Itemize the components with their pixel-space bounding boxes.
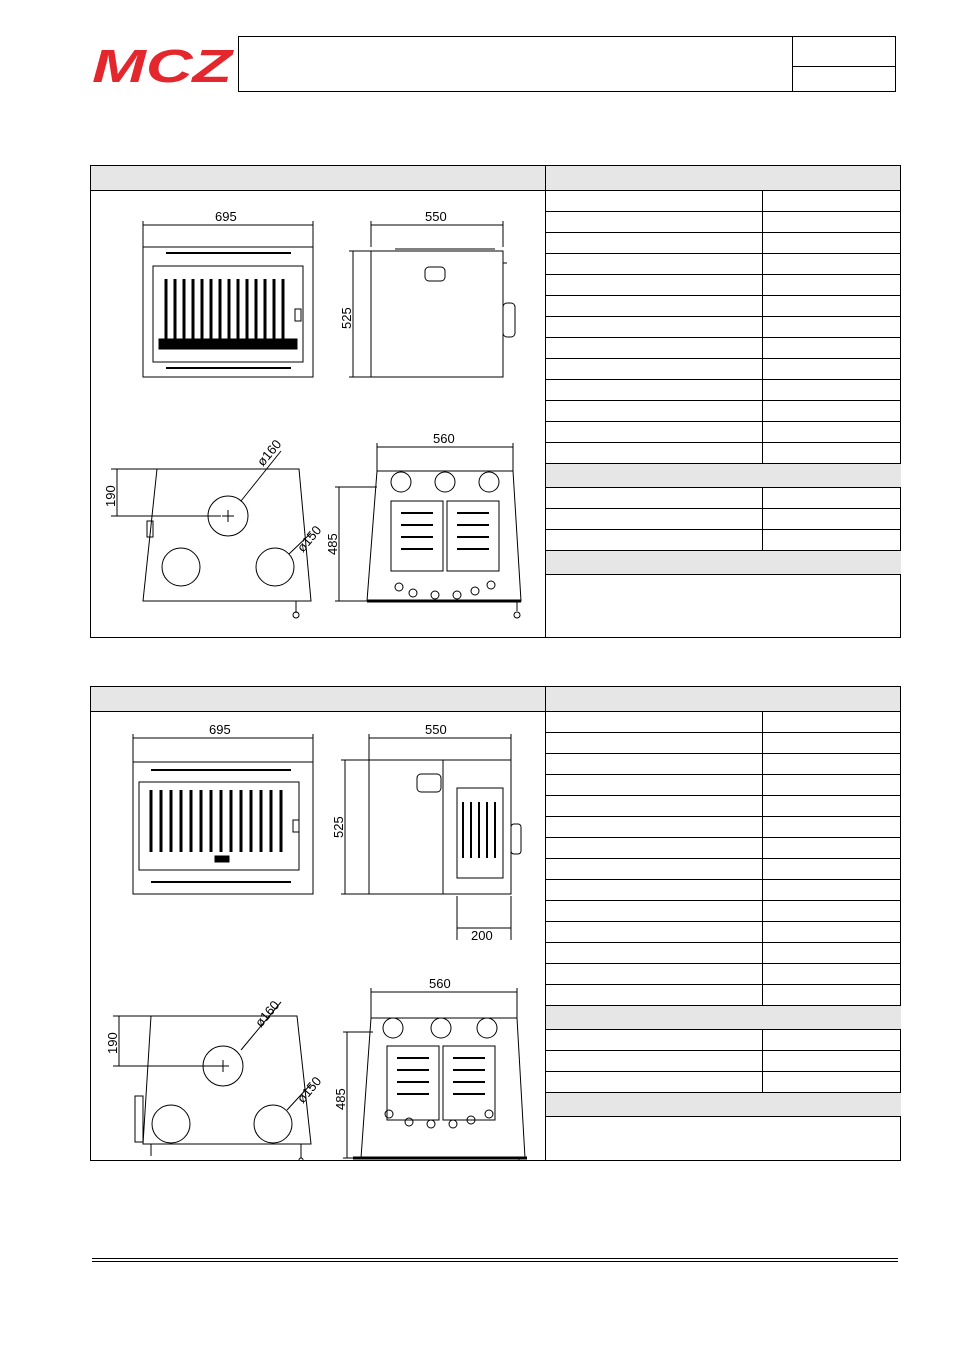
sheet-header-band: [91, 687, 900, 712]
dim-height-rear: 485: [325, 533, 340, 555]
dim-width-front: 695: [209, 722, 231, 737]
dim-flue-top: ø160: [252, 998, 283, 1030]
dim-top-offset: 190: [105, 1032, 120, 1054]
dim-top-offset: 190: [103, 485, 118, 507]
header-code-box: [792, 37, 895, 91]
spec-table-1: [546, 191, 901, 575]
dim-flue-rear: ø150: [294, 1074, 325, 1106]
dim-width-rear: 560: [433, 431, 455, 446]
dim-height-side: 525: [339, 307, 354, 329]
dim-depth-side: 550: [425, 209, 447, 224]
footer-rule-2: [92, 1261, 898, 1262]
product-sheet-1: 695 550 525 190 ø160 ø150 560 485: [90, 165, 901, 638]
dim-height-rear: 485: [333, 1088, 348, 1110]
dim-height-side: 525: [331, 816, 346, 838]
dim-flue-rear: ø150: [294, 523, 325, 555]
dim-side-extra: 200: [471, 928, 493, 943]
mcz-logo: MCZ: [92, 42, 234, 86]
header-title-box: [238, 36, 896, 92]
product-sheet-2: 695 550 525 200 190 ø160 ø150 560 485: [90, 686, 901, 1161]
technical-drawing-1: 695 550 525 190 ø160 ø150 560 485: [103, 209, 522, 619]
dim-width-front: 695: [215, 209, 237, 224]
dim-depth-side: 550: [425, 722, 447, 737]
footer-rule: [92, 1258, 898, 1259]
spec-table-2: [546, 712, 901, 1117]
technical-drawing-2: 695 550 525 200 190 ø160 ø150 560 485: [105, 722, 527, 1161]
logo-lettering: MCZ: [92, 42, 234, 86]
sheet-header-band: [91, 166, 900, 191]
dim-width-rear: 560: [429, 976, 451, 991]
